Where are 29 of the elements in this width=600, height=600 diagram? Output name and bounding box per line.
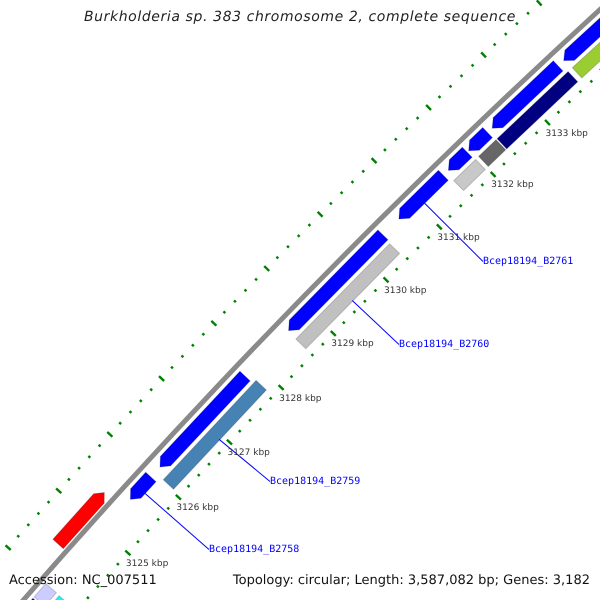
gene-block	[468, 126, 494, 152]
position-label: 3131 kbp	[437, 232, 480, 243]
accession-text: Accession: NC_007511	[9, 573, 157, 588]
leader-line	[352, 300, 400, 345]
gene-label: Bcep18194_B2761	[483, 256, 574, 267]
position-label: 3128 kbp	[279, 394, 322, 404]
gene-block	[33, 582, 58, 600]
title: Burkholderia sp. 383 chromosome 2, complete sequence	[82, 9, 518, 25]
position-label: 3133 kbp	[545, 128, 588, 138]
genome-summary-text: Topology: circular; Length: 3,587,082 bp; Genes: 3,182	[232, 573, 590, 588]
position-label: 3129 kbp	[331, 339, 374, 350]
gene-block	[398, 170, 449, 220]
gene-block	[159, 370, 251, 468]
gene-block	[448, 146, 473, 171]
gene-label: Bcep18194_B2758	[209, 544, 300, 555]
gene-block	[492, 60, 564, 129]
gene-block	[453, 158, 486, 192]
position-label: 3130 kbp	[384, 286, 426, 296]
gene-block	[52, 492, 105, 550]
gene-label: Bcep18194_B2760	[399, 339, 490, 350]
position-label: 3125 kbp	[126, 558, 168, 569]
position-label: 3126 kbp	[176, 503, 219, 514]
position-label: 3132 kbp	[491, 180, 534, 190]
leader-line	[424, 202, 484, 262]
gene-label: Bcep18194_B2759	[270, 476, 360, 487]
gene-block	[130, 472, 157, 500]
leader-line	[144, 492, 210, 550]
gene-block	[478, 139, 506, 168]
leader-line	[218, 438, 270, 482]
